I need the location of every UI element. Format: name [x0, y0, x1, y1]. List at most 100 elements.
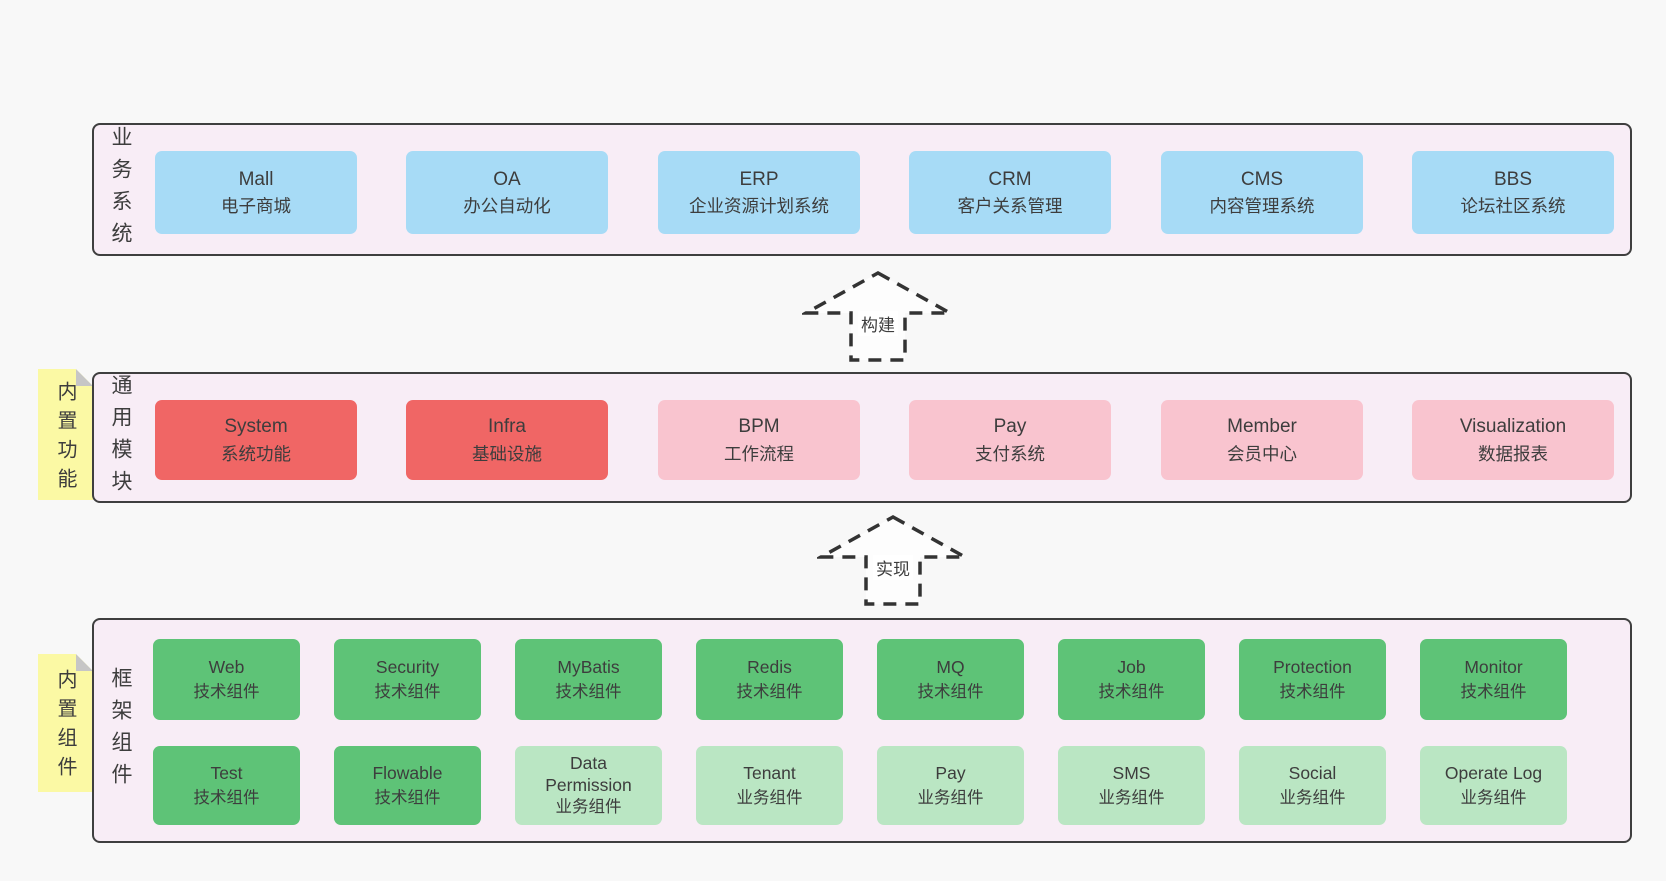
box-visualization: Visualization 数据报表	[1412, 400, 1614, 480]
box-subtitle: 办公自动化	[463, 196, 551, 217]
sticky-note-text: 内置组件	[54, 669, 76, 785]
box-subtitle: 技术组件	[917, 682, 984, 701]
box-flowable: Flowable 技术组件	[334, 746, 481, 825]
box-title: Flowable	[372, 763, 443, 784]
box-subtitle: 业务组件	[1098, 788, 1165, 807]
box-title: Mall	[238, 168, 274, 190]
box-title: Tenant	[743, 763, 796, 784]
box-bbs: BBS 论坛社区系统	[1412, 151, 1614, 234]
box-title: Social	[1288, 763, 1337, 784]
box-subtitle: 技术组件	[193, 788, 260, 807]
box-title: BBS	[1493, 168, 1533, 190]
box-title: CMS	[1240, 168, 1284, 190]
box-sms: SMS 业务组件	[1058, 746, 1205, 825]
box-subtitle: 会员中心	[1227, 443, 1297, 464]
box-subtitle: 技术组件	[555, 682, 622, 701]
box-tenant: Tenant 业务组件	[696, 746, 843, 825]
box-title: ERP	[739, 168, 779, 190]
layer-label-common-modules: 通用模块	[109, 373, 132, 502]
box-title: BPM	[738, 416, 780, 438]
box-subtitle: 业务组件	[736, 788, 803, 807]
sticky-fold-corner-icon	[76, 654, 93, 671]
box-security: Security 技术组件	[334, 639, 481, 720]
box-redis: Redis 技术组件	[696, 639, 843, 720]
box-subtitle: 系统功能	[221, 443, 291, 464]
box-title: Operate Log	[1444, 763, 1543, 784]
box-subtitle: 论坛社区系统	[1460, 196, 1566, 217]
box-title: SMS	[1112, 763, 1151, 784]
arrow-up-build: 构建	[802, 269, 954, 364]
box-title: Security	[375, 657, 440, 678]
box-title: Test	[210, 763, 243, 784]
box-web: Web 技术组件	[153, 639, 300, 720]
box-subtitle: 技术组件	[1098, 682, 1165, 701]
box-title: OA	[493, 168, 521, 190]
box-title: Infra	[487, 416, 527, 438]
box-mybatis: MyBatis 技术组件	[515, 639, 662, 720]
box-title: Protection	[1273, 657, 1352, 678]
layer-label-business-systems: 业务系统	[109, 125, 132, 254]
layer-business-systems: 业务系统 Mall 电子商城 OA 办公自动化 ERP 企业资源计划系统 CRM…	[92, 123, 1632, 256]
box-infra: Infra 基础设施	[406, 400, 608, 480]
arrow-label: 构建	[858, 311, 898, 336]
box-test: Test 技术组件	[153, 746, 300, 825]
box-subtitle: 基础设施	[472, 443, 542, 464]
box-title: Job	[1117, 657, 1146, 678]
box-subtitle: 数据报表	[1478, 443, 1548, 464]
sticky-note-built-in-components: 内置组件	[38, 654, 93, 792]
box-subtitle: 业务组件	[1460, 788, 1527, 807]
box-subtitle: 技术组件	[1460, 682, 1527, 701]
box-subtitle: 客户关系管理	[957, 196, 1063, 217]
box-title: Member	[1227, 416, 1297, 438]
box-subtitle: 技术组件	[193, 682, 260, 701]
box-title: Monitor	[1464, 657, 1523, 678]
box-monitor: Monitor 技术组件	[1420, 639, 1567, 720]
box-mq: MQ 技术组件	[877, 639, 1024, 720]
box-title: Visualization	[1459, 416, 1567, 438]
box-job: Job 技术组件	[1058, 639, 1205, 720]
arrow-up-implement: 实现	[817, 513, 969, 608]
box-oa: OA 办公自动化	[406, 151, 608, 234]
box-subtitle: 企业资源计划系统	[689, 196, 829, 217]
box-subtitle: 技术组件	[374, 788, 441, 807]
box-subtitle: 技术组件	[736, 682, 803, 701]
box-title: MQ	[936, 657, 965, 678]
box-title: Pay	[935, 763, 966, 784]
box-system: System 系统功能	[155, 400, 357, 480]
box-operate-log: Operate Log 业务组件	[1420, 746, 1567, 825]
arrow-label: 实现	[873, 555, 913, 580]
box-pay-component: Pay 业务组件	[877, 746, 1024, 825]
box-crm: CRM 客户关系管理	[909, 151, 1111, 234]
box-title: MyBatis	[557, 657, 620, 678]
box-subtitle: 业务组件	[1279, 788, 1346, 807]
box-title: Pay	[993, 416, 1027, 438]
box-subtitle: 技术组件	[1279, 682, 1346, 701]
box-mall: Mall 电子商城	[155, 151, 357, 234]
layer-framework-components: 框架组件 Web 技术组件 Security 技术组件 MyBatis 技术组件…	[92, 618, 1632, 843]
box-title: Web	[208, 657, 245, 678]
box-subtitle: 工作流程	[724, 443, 794, 464]
box-pay-system: Pay 支付系统	[909, 400, 1111, 480]
box-title: System	[224, 416, 288, 438]
layer-common-modules: 通用模块 System 系统功能 Infra 基础设施 BPM 工作流程 Pay…	[92, 372, 1632, 503]
box-member: Member 会员中心	[1161, 400, 1363, 480]
sticky-note-text: 内置功能	[54, 380, 76, 497]
sticky-fold-corner-icon	[76, 369, 93, 386]
box-title: Redis	[747, 657, 792, 678]
box-subtitle: 业务组件	[917, 788, 984, 807]
box-subtitle: 支付系统	[975, 443, 1045, 464]
box-title: Data Permission	[545, 752, 632, 795]
box-cms: CMS 内容管理系统	[1161, 151, 1363, 234]
sticky-note-built-in-functions: 内置功能	[38, 369, 93, 500]
box-subtitle: 内容管理系统	[1209, 196, 1315, 217]
box-subtitle: 电子商城	[221, 196, 291, 217]
box-title: CRM	[988, 168, 1032, 190]
box-bpm: BPM 工作流程	[658, 400, 860, 480]
box-social: Social 业务组件	[1239, 746, 1386, 825]
box-data-permission: Data Permission 业务组件	[515, 746, 662, 825]
box-subtitle: 技术组件	[374, 682, 441, 701]
layer-label-framework-components: 框架组件	[109, 666, 132, 795]
box-subtitle: 业务组件	[555, 797, 622, 816]
box-protection: Protection 技术组件	[1239, 639, 1386, 720]
